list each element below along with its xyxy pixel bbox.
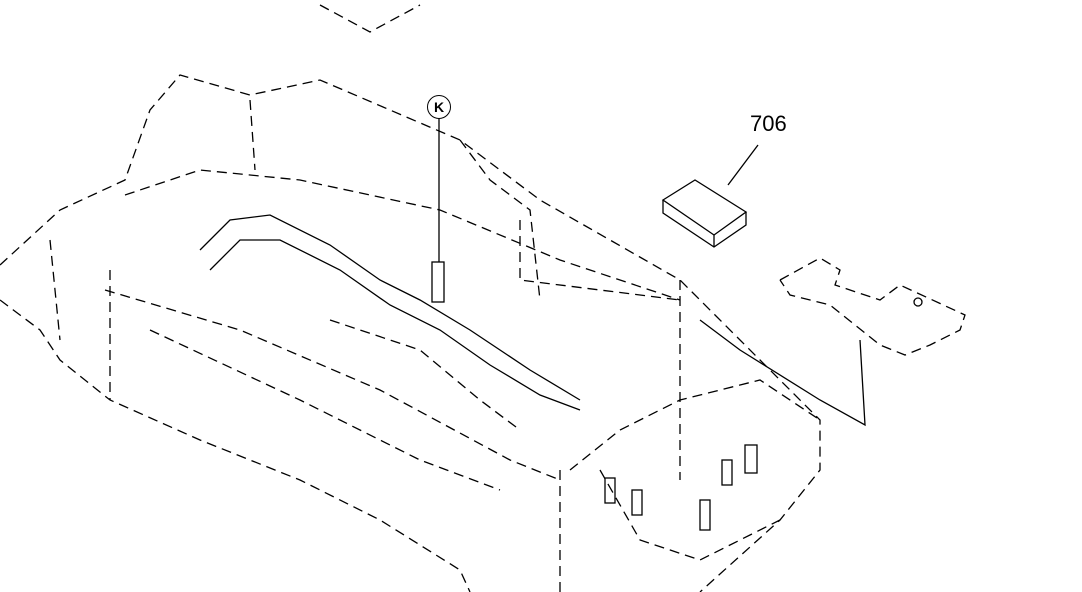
top-cover-fragment (319, 4, 421, 33)
main-frame-outline (0, 74, 821, 592)
roller-assembly (199, 214, 581, 431)
part-706-block (661, 144, 759, 248)
part-706-leader-line (727, 144, 759, 186)
connector-posts (431, 261, 758, 531)
bracket-part (699, 257, 966, 427)
callout-k: K (427, 95, 451, 119)
part-number-706: 706 (750, 111, 787, 136)
